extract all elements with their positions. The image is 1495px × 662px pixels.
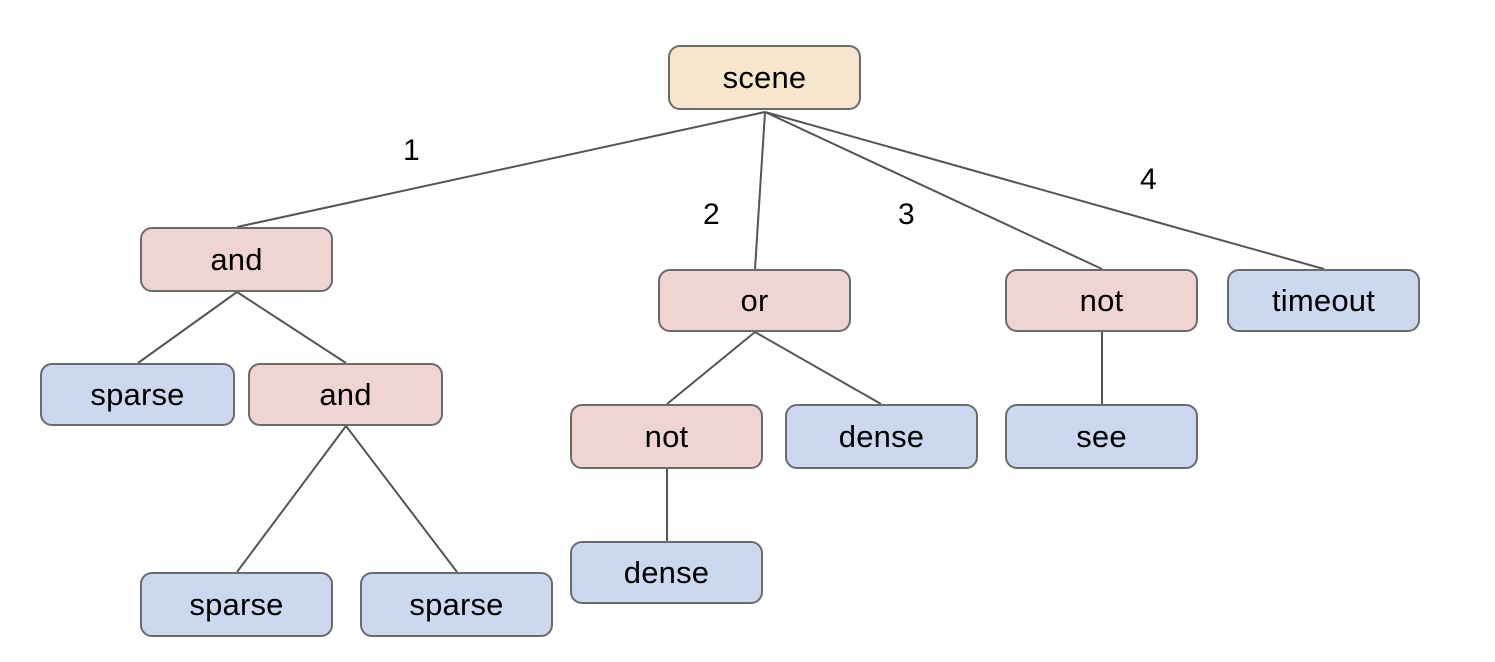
tree-node-label: not <box>644 419 689 454</box>
tree-node-sparse1[interactable]: sparse <box>40 363 235 426</box>
tree-node-and2[interactable]: and <box>248 363 443 426</box>
tree-node-timeout1[interactable]: timeout <box>1227 269 1420 332</box>
tree-node-label: see <box>1076 419 1127 454</box>
tree-edge-or1-to-dense1 <box>754 331 882 405</box>
tree-node-scene[interactable]: scene <box>668 45 861 110</box>
tree-node-label: or <box>740 283 769 318</box>
tree-node-label: not <box>1079 283 1124 318</box>
tree-node-dense1[interactable]: dense <box>785 404 978 469</box>
tree-edge-and2-to-sparse3 <box>345 425 458 573</box>
tree-node-label: timeout <box>1271 283 1376 318</box>
tree-edge-scene-to-timeout1 <box>764 111 1325 270</box>
tree-node-sparse2[interactable]: sparse <box>140 572 333 637</box>
edge-label-1: 1 <box>403 134 420 167</box>
tree-node-dense2[interactable]: dense <box>570 541 763 604</box>
tree-node-label: sparse <box>189 587 284 622</box>
tree-edge-or1-to-not2 <box>666 331 756 405</box>
tree-edge-scene-to-not1 <box>764 111 1103 270</box>
tree-edge-and2-to-sparse2 <box>236 425 347 573</box>
tree-node-or1[interactable]: or <box>658 269 851 332</box>
tree-edge-and1-to-sparse1 <box>137 291 238 364</box>
tree-node-label: sparse <box>90 377 185 412</box>
tree-node-label: dense <box>838 419 925 454</box>
tree-node-and1[interactable]: and <box>140 227 333 292</box>
tree-node-label: and <box>319 377 372 412</box>
tree-node-not1[interactable]: not <box>1005 269 1198 332</box>
tree-edge-scene-to-or1 <box>754 111 766 270</box>
edge-label-2: 2 <box>703 198 720 231</box>
tree-node-label: dense <box>623 555 710 590</box>
tree-edge-and1-to-and2 <box>236 291 347 364</box>
tree-node-label: scene <box>722 60 807 95</box>
tree-node-not2[interactable]: not <box>570 404 763 469</box>
tree-edge-scene-to-and1 <box>236 111 766 228</box>
tree-node-see1[interactable]: see <box>1005 404 1198 469</box>
tree-node-sparse3[interactable]: sparse <box>360 572 553 637</box>
edge-label-3: 3 <box>898 198 915 231</box>
tree-node-label: and <box>210 242 263 277</box>
edge-label-4: 4 <box>1140 163 1157 196</box>
tree-node-label: sparse <box>409 587 504 622</box>
